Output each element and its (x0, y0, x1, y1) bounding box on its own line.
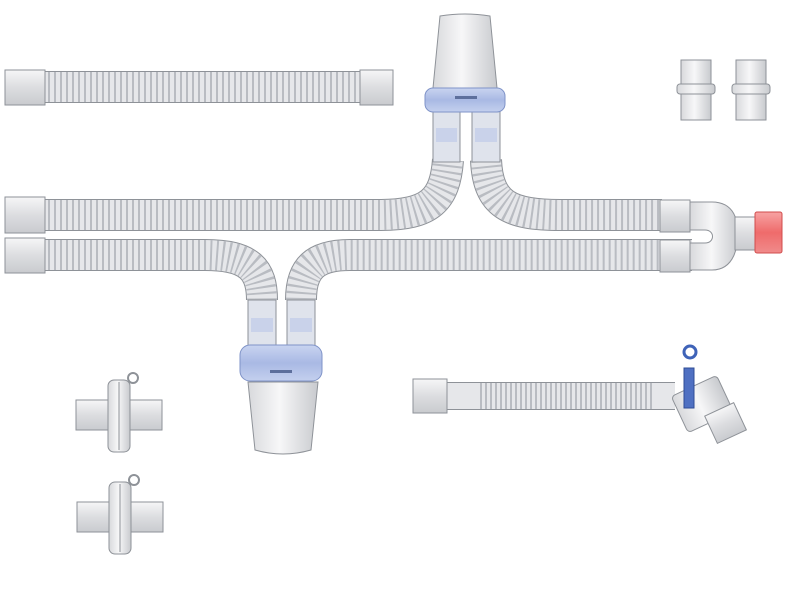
hose-connector (659, 239, 691, 273)
trap-collar (424, 87, 506, 113)
catheter-mount (412, 344, 748, 445)
hose-connector (659, 199, 691, 233)
straight-connector (676, 59, 716, 121)
hose-upper-left (4, 158, 464, 234)
water-trap-bottom (239, 299, 323, 455)
blue-port (683, 367, 695, 409)
filter (75, 372, 163, 453)
hose-connector (359, 69, 394, 106)
port-cap-icon (682, 344, 698, 360)
water-trap-top (424, 13, 506, 163)
hose-connector (4, 196, 46, 234)
filter (76, 474, 164, 555)
hose-upper-right (470, 158, 691, 233)
trap-cup (432, 13, 498, 89)
hose-connector (4, 237, 46, 274)
trap-collar (239, 344, 323, 382)
hose-connector (4, 69, 46, 106)
straight-hose-top (4, 69, 394, 106)
red-cap (754, 211, 783, 254)
sample-port-icon (128, 474, 140, 486)
straight-connector (731, 59, 771, 121)
sample-port-icon (127, 372, 139, 384)
hose-connector (412, 378, 448, 414)
y-piece (689, 201, 783, 271)
hose-lower-right (285, 239, 692, 301)
hose-lower-left (4, 237, 278, 301)
trap-cup (247, 381, 319, 455)
